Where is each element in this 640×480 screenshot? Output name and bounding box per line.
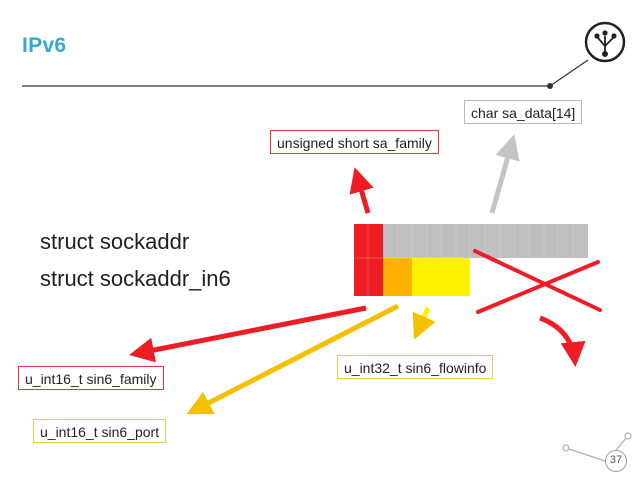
sin6-family-field [354,258,383,296]
sockaddr-data-field [383,224,588,258]
arrow-sin6-port [186,303,400,415]
callout-sa-family: unsigned short sa_family [270,130,439,154]
sin6-port-field [383,258,412,296]
callout-sin6-port: u_int16_t sin6_port [33,419,167,443]
sin6-flowinfo-field [412,258,470,296]
struct-sockaddr-in6-label: struct sockaddr_in6 [40,266,231,291]
arrow-sa-family [349,167,374,214]
arrow-sa-data [489,134,520,214]
arrow-sin6-flowinfo [412,306,436,340]
arrow-curved-down [539,315,586,367]
callout-sin6-family: u_int16_t sin6_family [18,366,164,390]
callout-sin6-flowinfo: u_int32_t sin6_flowinfo [337,355,494,379]
logo-connector [549,59,589,87]
page-number: 37 [605,450,627,472]
slide-title: IPv6 [22,34,67,57]
struct-sockaddr-label: struct sockaddr [40,229,190,254]
sockaddr-family-field [354,224,383,258]
callout-sa-data: char sa_data[14] [464,100,583,124]
branch-network-icon [584,21,626,63]
cross-out-mark [473,249,602,314]
footer-decoration [562,432,632,462]
arrow-sin6-family [129,305,367,363]
sockaddr-data-dividers [397,224,574,258]
